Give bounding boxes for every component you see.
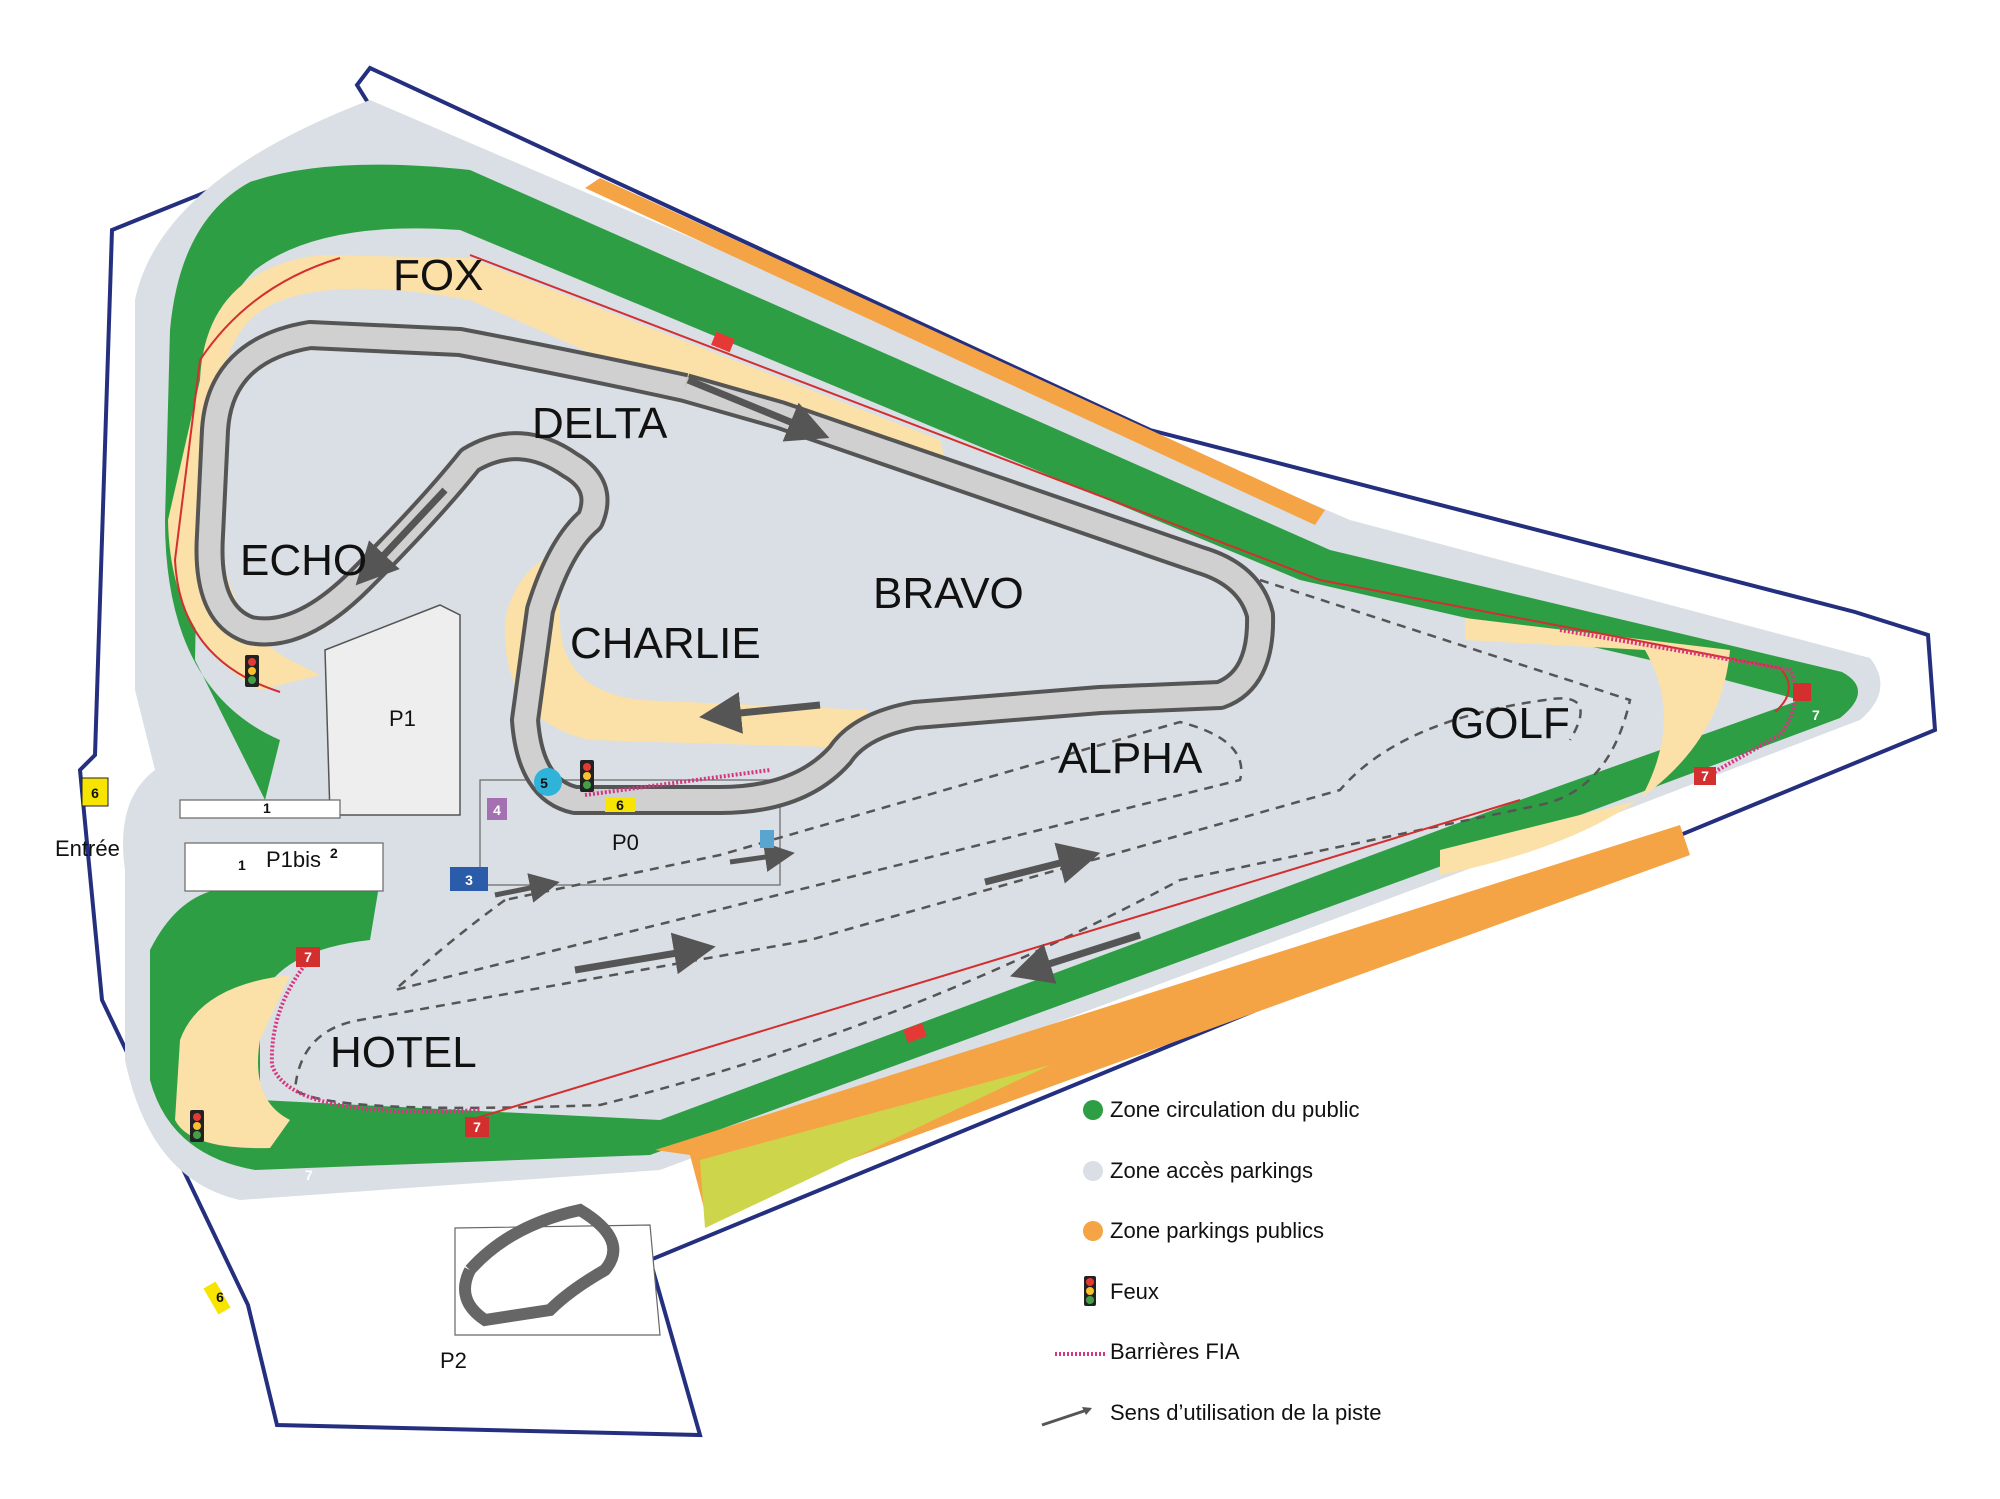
marker-7-bottom-label: 7 [305,1167,313,1183]
runoff-charlie [504,550,868,748]
marker-7-hotel-top: 7 [296,947,320,967]
inner-loop-dashed [394,720,1243,992]
corner-hotel: HOTEL [330,1028,477,1077]
direction-arrow [574,932,716,975]
direction-arrow [686,376,830,442]
green-dot-icon [1083,1100,1103,1120]
marker-6-south [203,1281,231,1315]
marker-6-p0 [605,798,635,812]
corner-bravo: BRAVO [873,569,1024,618]
fia-barrier-golf [1559,628,1798,782]
corner-delta: DELTA [532,399,668,448]
runoff-fox [168,255,945,690]
direction-arrow [729,842,795,872]
svg-text:7: 7 [1701,768,1709,784]
runoff-golf [1440,618,1730,875]
marker-4 [487,798,507,820]
marker-3 [450,867,488,891]
legend-item-fia-barrier: Barrières FIA [1040,1334,1640,1395]
traffic-light-icon [1084,1275,1096,1306]
marker-p0-blue [760,830,774,848]
direction-arrow [355,487,448,586]
secondary-circuit-dashed [293,578,1632,1110]
marker-1-road: 1 [263,800,271,816]
grey-dot-icon [1083,1160,1103,1181]
zone-p1: P1 [389,706,416,731]
karting-track [459,1203,620,1327]
svg-text:7: 7 [473,1119,481,1135]
fia-barrier-line-icon [1055,1352,1105,1356]
corner-alpha: ALPHA [1058,734,1203,783]
corner-echo: ECHO [240,536,367,585]
legend-item-direction: Sens d’utilisation de la piste [1040,1395,1640,1456]
legend-item-lights: Feux [1040,1274,1640,1335]
orange-dot-icon [1083,1221,1103,1241]
direction-arrow [699,692,821,734]
legend-item-parking-access: Zone accès parkings [1040,1153,1640,1214]
entry-label: Entrée [55,836,120,861]
runoff-hotel [175,975,290,1149]
marker-6-south-label: 6 [216,1289,224,1305]
marker-7-hotel-bottom: 7 [465,1117,489,1137]
zone-p0: P0 [612,830,639,855]
corner-charlie: CHARLIE [570,619,761,668]
direction-arrow [1009,931,1142,984]
fia-barrier-hotel [269,963,481,1114]
direction-arrow-icon [1041,1406,1092,1426]
marker-6-entry-label: 6 [91,785,99,801]
marker-6-entry [81,777,109,807]
marker-6-p0-label: 6 [616,797,624,813]
zone-p1bis: P1bis [266,847,321,872]
marker-3-label: 3 [465,872,473,888]
public-parking-north [585,178,1325,525]
zone-p2: P2 [440,1348,467,1373]
corner-golf: GOLF [1450,699,1570,748]
legend-item-public-parking: Zone parkings publics [1040,1213,1640,1274]
legend-label: Sens d’utilisation de la piste [1110,1399,1382,1425]
traffic-light-icon [190,1110,204,1142]
marker-2-p1bis: 2 [330,845,338,861]
legend-item-public-zone: Zone circulation du public [1040,1092,1640,1153]
legend-label: Zone parkings publics [1110,1218,1325,1243]
public-parking-lime [700,1065,1050,1228]
legend-label: Zone accès parkings [1110,1157,1313,1183]
svg-text:7: 7 [304,949,312,965]
paddock-p1bis [184,842,384,892]
marker-1-p1bis: 1 [238,857,246,873]
marshal-post-marker [711,331,735,353]
direction-arrow [494,873,560,903]
legend: Zone circulation du public Zone accès pa… [1040,1092,1640,1455]
marker-7-golf: 7 [1694,767,1716,785]
paddock-p1 [324,604,461,816]
fia-barrier-p0 [584,768,771,797]
legend-label: Feux [1110,1278,1159,1304]
main-track-surface [198,324,1272,811]
legend-label: Barrières FIA [1110,1339,1240,1364]
corner-fox: FOX [393,251,483,300]
traffic-light-icon [245,655,259,687]
marker-5 [534,768,562,796]
marker-7-tip-label: 7 [1812,707,1820,723]
marker-5-label: 5 [540,775,548,791]
circuit-red-line [173,254,1790,1121]
direction-arrow [984,842,1101,886]
legend-label: Zone circulation du public [1110,1097,1360,1122]
marker-4-label: 4 [493,802,501,818]
traffic-light-icon [580,760,594,792]
marshal-post-marker [903,1023,927,1043]
marker-7-tip [1793,683,1811,701]
paddock-p1-road [179,799,341,819]
